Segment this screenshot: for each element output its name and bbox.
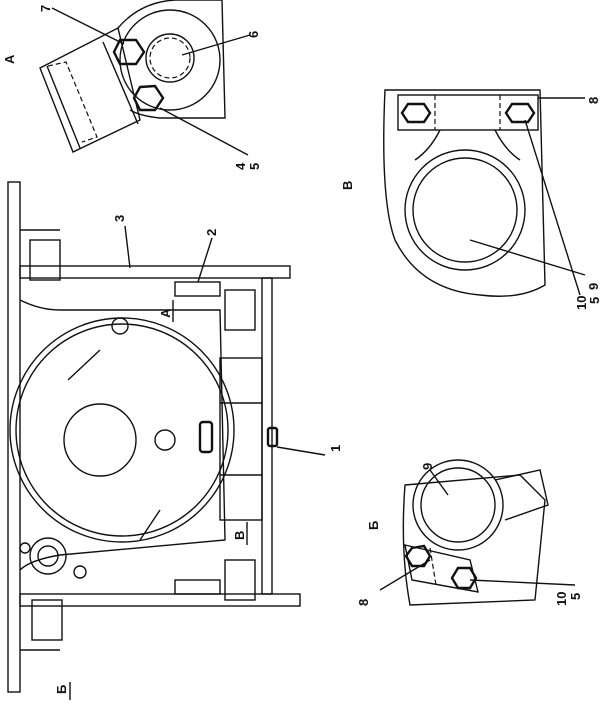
bolt-icon (450, 566, 478, 590)
bolt-icon (404, 544, 432, 568)
callout-4: 4 (233, 162, 248, 170)
main-assembly (7, 181, 326, 700)
bolt-icon (132, 84, 165, 112)
view-v-detail (383, 89, 586, 297)
section-arrow-b: Б (54, 685, 69, 694)
callout-5: 5 (247, 163, 262, 170)
callout-8: 8 (586, 97, 600, 104)
view-v-title: В (340, 181, 355, 190)
bolt-icon (400, 102, 432, 124)
bolt-icon (504, 102, 536, 124)
callout-8: 8 (356, 599, 371, 606)
callout-9: 9 (420, 463, 435, 470)
callout-3: 3 (112, 215, 127, 222)
callout-5: 5 (568, 593, 583, 600)
callout-7: 7 (38, 5, 53, 12)
section-arrow-a: А (158, 308, 173, 318)
callout-6: 6 (246, 31, 261, 38)
callout-1: 1 (328, 445, 343, 452)
section-arrow-v: В (232, 531, 247, 540)
view-a-title: А (2, 54, 17, 64)
callout-10: 10 (554, 592, 569, 606)
view-a-detail (39, 0, 251, 156)
callout-5: 5 (587, 297, 600, 304)
view-b-title: Б (366, 521, 381, 530)
callout-2: 2 (204, 229, 219, 236)
callout-10: 10 (574, 296, 589, 310)
bolt-icon (112, 38, 146, 66)
view-b-detail (379, 459, 576, 606)
callout-9: 9 (586, 283, 600, 290)
